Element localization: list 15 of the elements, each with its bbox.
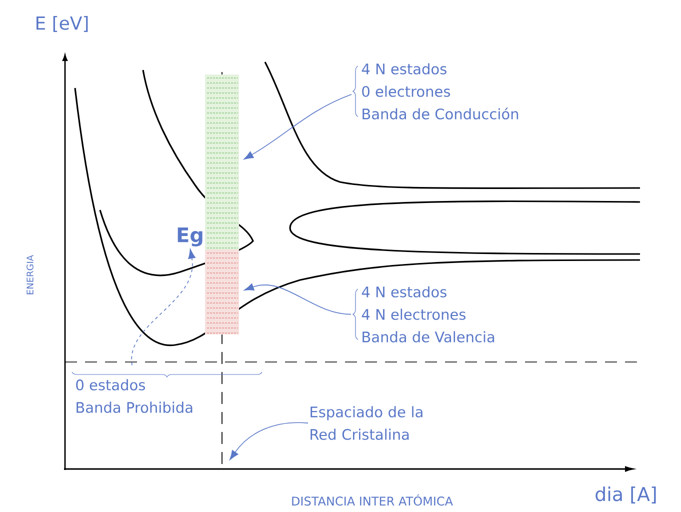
axis-title: DISTANCIA INTER ATÓMICA [292, 494, 453, 506]
axis-title: dia [A] [596, 486, 656, 504]
gap-label: Eg [178, 228, 202, 246]
annotation-text: 4 N estados 0 electrones Banda de Conducción [362, 63, 518, 120]
axis-title: ENERGIA [26, 255, 34, 294]
leader-arrow [244, 94, 352, 160]
annotation-text: 4 N estados 4 N electrones Banda de Valencia [362, 286, 494, 342]
leader-arrow [131, 248, 196, 366]
annotation-text: Espaciado de la Red Cristalina [310, 406, 422, 440]
annotation-text: 0 estados Banda Prohibida [76, 379, 192, 413]
leader-arrow [230, 422, 308, 460]
conduction-band [205, 74, 239, 250]
valence-band [205, 250, 239, 334]
axis-title: E [eV] [36, 16, 88, 32]
leader-arrow [244, 284, 352, 315]
